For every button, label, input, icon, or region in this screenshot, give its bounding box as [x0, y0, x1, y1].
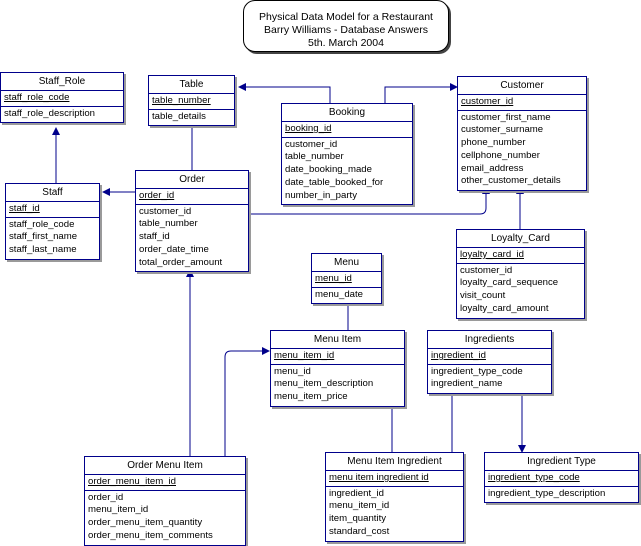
booking-attribute: table_number: [285, 151, 344, 163]
customer-attribute: other_customer_details: [461, 175, 561, 187]
loyalty-card-name: Loyalty_Card: [457, 230, 584, 248]
menu-key-divider: [312, 286, 381, 288]
menu-item-ingredient-name: Menu Item Ingredient: [326, 453, 463, 471]
staff-role-key-divider: [1, 105, 123, 107]
menu-attribute: menu_date: [315, 288, 364, 300]
menu-item-name: Menu Item: [271, 331, 404, 349]
staff-pk: staff_id: [9, 203, 40, 214]
menu-item-ingredient-attribute: standard_cost: [329, 525, 390, 537]
ingredients-name: Ingredients: [428, 331, 551, 349]
staff-attribute: staff_last_name: [9, 244, 77, 256]
staff-key-divider: [6, 216, 99, 218]
staff-name: Staff: [6, 184, 99, 202]
table-attribute: table_details: [152, 110, 206, 122]
staff-role-name: Staff_Role: [1, 73, 123, 91]
loyalty-card-attribute: loyalty_card_amount: [460, 302, 549, 314]
link-booking-customer: [384, 83, 458, 104]
ingredients-key-divider: [428, 363, 551, 365]
order-attribute: customer_id: [139, 205, 192, 217]
order-menu-item-key-divider: [85, 489, 245, 491]
table-name: Table: [149, 76, 234, 94]
booking-key-divider: [282, 136, 412, 138]
menu-item-ingredient-attribute: item_quantity: [329, 513, 387, 525]
loyalty-card-pk: loyalty_card_id: [460, 249, 524, 260]
order-attribute: total_order_amount: [139, 256, 223, 268]
customer-attribute: customer_first_name: [461, 111, 551, 123]
booking-name: Booking: [282, 104, 412, 122]
title-line-1: Physical Data Model for a Restaurant: [259, 11, 433, 23]
staff-attribute: staff_role_code: [9, 218, 75, 230]
menu-item-ingredient-key-divider: [326, 485, 463, 487]
ingredients-attribute: ingredient_name: [431, 378, 503, 390]
link-booking-table: [238, 83, 331, 104]
loyalty-card-attribute: customer_id: [460, 264, 513, 276]
loyalty-card-attribute: visit_count: [460, 290, 506, 302]
menu-item-attribute: menu_item_description: [274, 378, 374, 390]
customer-name: Customer: [458, 77, 586, 95]
table-pk: table_number: [152, 95, 211, 106]
customer-pk: customer_id: [461, 96, 514, 107]
order-pk: order_id: [139, 190, 175, 201]
loyalty-card-key-divider: [457, 262, 584, 264]
staff-attribute: staff_first_name: [9, 231, 78, 243]
title-line-3: 5th. March 2004: [308, 37, 384, 49]
order-menu-item-pk: order_menu_item_id: [88, 476, 176, 487]
menu-item-ingredient-pk: menu item ingredient id: [329, 472, 429, 483]
customer-attribute: cellphone_number: [461, 149, 540, 161]
table-key-divider: [149, 108, 234, 110]
ingredient-type-pk: ingredient_type_code: [488, 472, 580, 483]
menu-item-attribute: menu_item_price: [274, 391, 348, 403]
ingredients-pk: ingredient_id: [431, 350, 486, 361]
order-attribute: table_number: [139, 218, 198, 230]
booking-attribute: date_booking_made: [285, 164, 372, 176]
order-menu-item-name: Order Menu Item: [85, 457, 245, 475]
menu-item-key-divider: [271, 363, 404, 365]
booking-attribute: date_table_booked_for: [285, 176, 384, 188]
menu-item-attribute: menu_id: [274, 365, 311, 377]
menu-item-ingredient-attribute: ingredient_id: [329, 487, 384, 499]
staff-role-pk: staff_role_code: [4, 92, 70, 103]
order-menu-item-attribute: order_menu_item_comments: [88, 529, 213, 541]
ingredient-type-attribute: ingredient_type_description: [488, 487, 606, 499]
order-menu-item-attribute: order_menu_item_quantity: [88, 517, 203, 529]
customer-attribute: customer_surname: [461, 124, 544, 136]
menu-name: Menu: [312, 254, 381, 272]
menu-item-ingredient-attribute: menu_item_id: [329, 500, 390, 512]
ingredient-type-key-divider: [485, 485, 638, 487]
customer-attribute: phone_number: [461, 137, 526, 149]
ingredients-attribute: ingredient_type_code: [431, 365, 523, 377]
title-line-2: Barry Williams - Database Answers: [264, 24, 428, 36]
customer-attribute: email_address: [461, 162, 524, 174]
staff-role-attribute: staff_role_description: [4, 107, 96, 119]
order-name: Order: [136, 171, 248, 189]
order-attribute: order_date_time: [139, 243, 209, 255]
order-key-divider: [136, 203, 248, 205]
customer-key-divider: [458, 109, 586, 111]
booking-attribute: number_in_party: [285, 189, 357, 201]
order-menu-item-attribute: order_id: [88, 491, 124, 503]
link-omi-menuitem: [224, 347, 270, 456]
menu-pk: menu_id: [315, 273, 352, 284]
ingredient-type-name: Ingredient Type: [485, 453, 638, 471]
booking-attribute: customer_id: [285, 138, 338, 150]
order-menu-item-attribute: menu_item_id: [88, 504, 149, 516]
diagram-title-box: Physical Data Model for a Restaurant Bar…: [243, 0, 449, 52]
loyalty-card-attribute: loyalty_card_sequence: [460, 277, 559, 289]
booking-pk: booking_id: [285, 123, 332, 134]
menu-item-pk: menu_item_id: [274, 350, 335, 361]
order-attribute: staff_id: [139, 231, 170, 243]
